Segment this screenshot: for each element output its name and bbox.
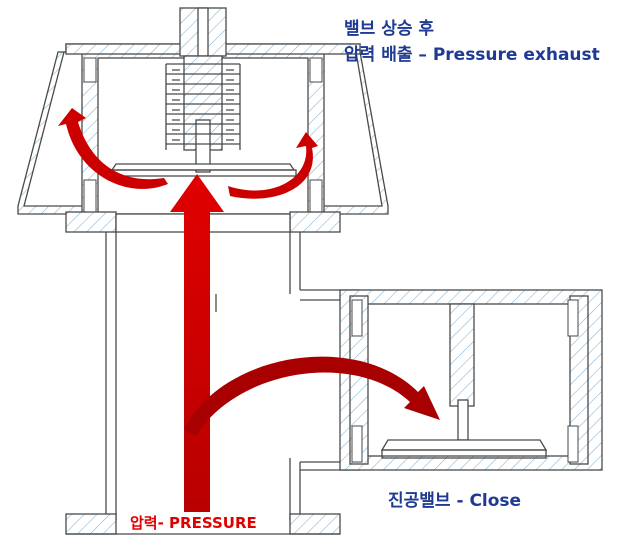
valve-stem <box>195 119 211 173</box>
exhaust-valve-disk <box>110 163 296 171</box>
bolt <box>83 57 97 83</box>
vacuum-valve-stem <box>449 303 475 407</box>
bolt <box>567 299 579 337</box>
bolt <box>309 179 323 213</box>
vacuum-flow-arrow <box>184 356 440 436</box>
label-vacuum-valve-close: 진공밸브 - Close <box>388 491 521 511</box>
upper-flange-right <box>289 211 341 233</box>
pressure-up-arrow <box>170 174 224 512</box>
bolt <box>309 57 323 83</box>
label-pressure-exhaust: 압력 배출 – Pressure exhaust <box>344 44 600 65</box>
bolt <box>351 299 363 337</box>
flow-arrows <box>58 108 440 512</box>
vacuum-valve-disk <box>380 439 548 451</box>
bolt <box>351 425 363 463</box>
bolt <box>83 179 97 213</box>
label-pressure: 압력- PRESSURE <box>130 514 257 532</box>
pipe-body <box>65 232 341 535</box>
upper-flange-left <box>65 211 117 233</box>
exhaust-arrow-left <box>58 108 168 189</box>
vacuum-valve-housing <box>300 289 603 471</box>
bolt <box>567 425 579 463</box>
bottom-flange-left <box>65 513 117 535</box>
bottom-flange-right <box>289 513 341 535</box>
label-after-valve-rise: 밸브 상승 후 <box>344 18 434 39</box>
spring <box>165 63 241 150</box>
exhaust-arrow-right <box>228 132 318 199</box>
